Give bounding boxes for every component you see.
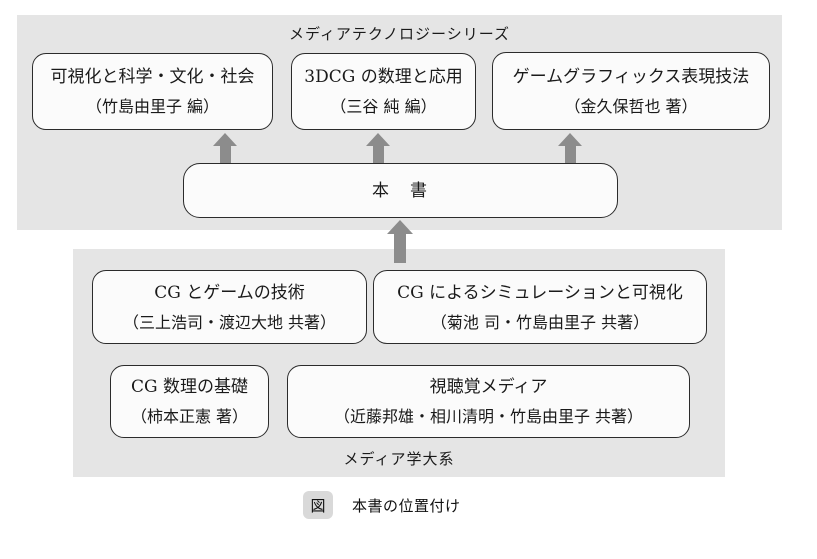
up-arrow-icon-center bbox=[366, 133, 390, 163]
this-book-label: 本 書 bbox=[372, 180, 429, 201]
top-series-title: メディアテクノロジーシリーズ bbox=[288, 25, 510, 43]
up-arrow-icon-right bbox=[558, 133, 582, 163]
book-author: （竹島由里子 編） bbox=[85, 97, 220, 116]
book-title: CG によるシミュレーションと可視化 bbox=[397, 282, 683, 303]
book-author: （三上浩司・渡辺大地 共著） bbox=[122, 312, 337, 332]
book-box-game-graphics: ゲームグラフィックス表現技法 （金久保哲也 著） bbox=[492, 52, 770, 130]
book-author: （近藤邦雄・相川清明・竹島由里子 共著） bbox=[333, 407, 644, 426]
book-title: CG 数理の基礎 bbox=[131, 377, 248, 397]
up-arrow-icon-left bbox=[213, 133, 237, 163]
up-arrow-icon-bottom bbox=[387, 220, 413, 263]
book-author: （三谷 純 編） bbox=[330, 97, 437, 116]
book-title: 3DCG の数理と応用 bbox=[304, 67, 463, 87]
arrow-stem bbox=[372, 146, 384, 163]
book-title: CG とゲームの技術 bbox=[154, 282, 305, 303]
book-box-3dcg: 3DCG の数理と応用 （三谷 純 編） bbox=[291, 53, 476, 130]
arrow-head bbox=[387, 220, 413, 234]
bottom-series-title: メディア学大系 bbox=[343, 450, 455, 468]
book-box-audiovisual-media: 視聴覚メディア （近藤邦雄・相川清明・竹島由里子 共著） bbox=[287, 365, 690, 438]
figure-badge: 図 bbox=[303, 491, 333, 519]
arrow-head bbox=[366, 133, 390, 146]
book-title: ゲームグラフィックス表現技法 bbox=[512, 66, 750, 87]
book-box-cg-game: CG とゲームの技術 （三上浩司・渡辺大地 共著） bbox=[92, 270, 367, 344]
book-box-kashika: 可視化と科学・文化・社会 （竹島由里子 編） bbox=[32, 53, 273, 130]
arrow-head bbox=[558, 133, 582, 146]
figure-caption: 図 本書の位置付け bbox=[0, 488, 817, 522]
book-title: 視聴覚メディア bbox=[429, 377, 548, 397]
arrow-stem bbox=[219, 146, 231, 163]
book-title: 可視化と科学・文化・社会 bbox=[50, 67, 255, 87]
book-author: （柿本正憲 著） bbox=[130, 407, 249, 426]
book-author: （菊池 司・竹島由里子 共著） bbox=[430, 312, 650, 332]
figure-caption-text: 本書の位置付け bbox=[352, 497, 461, 515]
arrow-stem bbox=[564, 146, 576, 163]
arrow-head bbox=[213, 133, 237, 146]
this-book-box: 本 書 bbox=[183, 163, 618, 218]
arrow-stem bbox=[394, 234, 406, 263]
book-box-cg-simulation: CG によるシミュレーションと可視化 （菊池 司・竹島由里子 共著） bbox=[373, 270, 707, 344]
book-author: （金久保哲也 著） bbox=[564, 96, 698, 116]
book-box-cg-math: CG 数理の基礎 （柿本正憲 著） bbox=[110, 365, 269, 438]
